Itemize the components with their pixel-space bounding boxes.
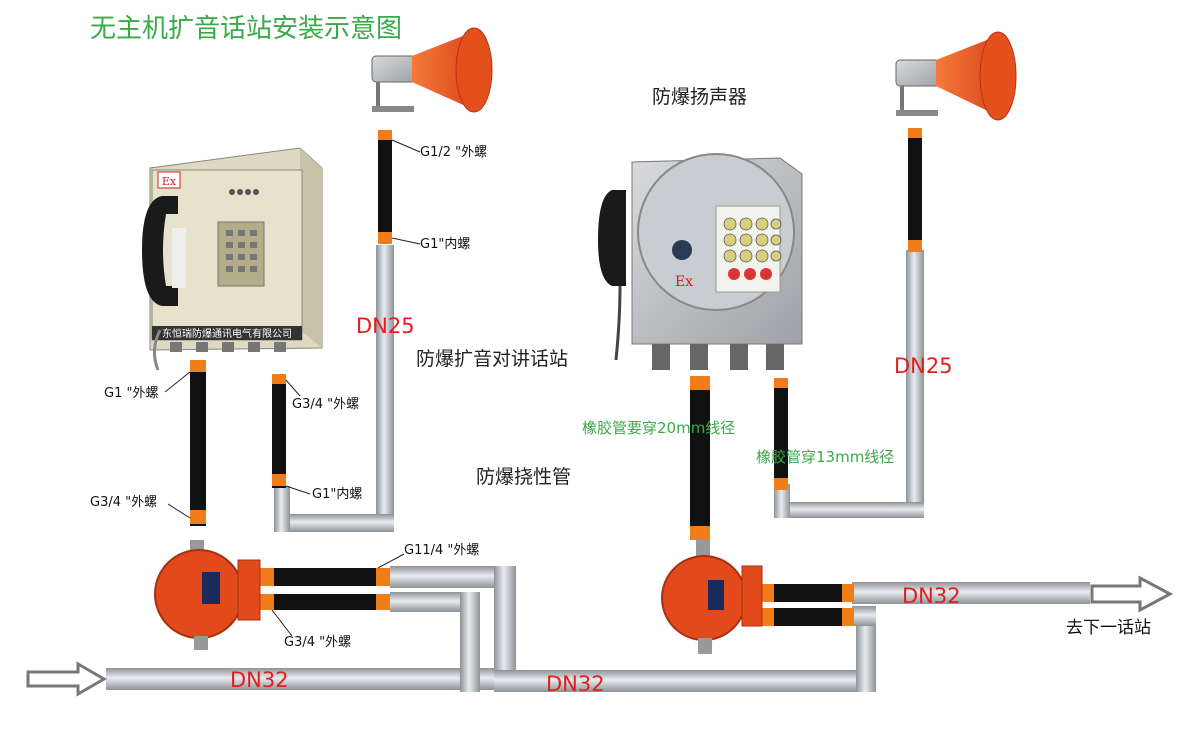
pipe-right-lower — [852, 606, 876, 626]
fitting — [378, 130, 392, 140]
thread-label: G3/4 "外螺 — [284, 635, 352, 650]
hose-phone-dn25 — [272, 376, 286, 488]
dn32-right-label: DN32 — [902, 584, 961, 608]
fitting — [762, 584, 774, 602]
fitting — [690, 376, 710, 390]
fitting — [272, 374, 286, 384]
pipe-dn25-right-up — [774, 484, 790, 518]
arrow-in-icon — [26, 661, 108, 697]
fitting — [762, 608, 774, 626]
pipe-upper-branch — [390, 566, 514, 588]
hose-station-13mm — [774, 380, 788, 490]
hose-junction-lower — [260, 594, 390, 610]
fitting — [908, 240, 922, 252]
pipe-dn25-left — [376, 245, 394, 530]
dn32-bottom-left-label: DN32 — [230, 668, 289, 692]
intercom-label: 防爆扩音对讲话站 — [416, 348, 569, 370]
hose-right-lower — [762, 608, 854, 626]
horn-speaker-left-icon — [371, 27, 493, 113]
pipe-dn32-inlet — [106, 668, 504, 690]
dn25-left-label: DN25 — [356, 314, 415, 338]
dn32-bottom-mid-label: DN32 — [546, 672, 605, 696]
fitting — [260, 594, 274, 610]
thread-label: G1/2 "外螺 — [420, 145, 488, 160]
hose-right-upper — [762, 584, 854, 602]
pipe-upper-drop — [494, 566, 516, 690]
hose-note-13mm: 橡胶管穿13mm线径 — [756, 448, 895, 466]
pipe-dn25-left-bottom — [276, 514, 394, 532]
horn-speaker-right-icon — [895, 31, 1017, 121]
fitting — [260, 568, 274, 586]
fitting — [190, 510, 206, 524]
leader-lines — [164, 139, 421, 637]
hose-junction-upper — [260, 568, 390, 586]
fitting — [378, 232, 392, 244]
pipe-right-rise — [856, 606, 876, 692]
fitting — [842, 584, 854, 602]
fitting — [774, 378, 788, 388]
phone-ex-mark: Ex — [162, 175, 177, 188]
junction-box-left-icon — [154, 540, 261, 650]
thread-label: G1"内螺 — [312, 487, 363, 502]
speaker-label: 防爆扬声器 — [652, 86, 748, 108]
pipe-dn25-right-bottom — [776, 502, 924, 518]
pipe-dn32-outlet — [852, 582, 1090, 604]
phone-maker-plate: 东恒瑞防爆通讯电气有限公司 — [162, 327, 292, 340]
diagram-title: 无主机扩音话站安装示意图 — [90, 14, 403, 44]
thread-label: G1"内螺 — [420, 237, 471, 252]
pipe-lower-branch — [390, 592, 474, 612]
hose-speaker-left — [378, 132, 392, 244]
junction-box-right-icon — [661, 540, 763, 654]
fitting — [376, 568, 390, 586]
thread-label: G1 "外螺 — [104, 386, 159, 401]
hose-note-20mm: 橡胶管要穿20mm线径 — [582, 419, 736, 437]
hose-label: 防爆挠性管 — [476, 466, 572, 488]
pipe-dn32-middle — [494, 670, 874, 692]
fitting — [908, 128, 922, 138]
fitting — [190, 360, 206, 372]
fitting — [272, 474, 286, 486]
fitting — [376, 594, 390, 610]
hose-phone-junction — [190, 362, 206, 526]
hose-speaker-right — [908, 130, 922, 252]
station-ex-mark: Ex — [675, 274, 693, 290]
thread-label: G3/4 "外螺 — [292, 397, 360, 412]
fitting — [842, 608, 854, 626]
fitting — [690, 526, 710, 540]
pipe-lower-drop — [460, 592, 480, 692]
thread-label: G11/4 "外螺 — [404, 543, 480, 558]
explosion-proof-phone-icon: Ex 东恒瑞防爆通讯电气有限公司 — [142, 147, 323, 371]
arrow-out-icon — [1090, 575, 1174, 613]
pipe-dn25-left-up — [274, 486, 290, 532]
fitting — [774, 478, 788, 490]
next-station-label: 去下一话站 — [1066, 618, 1151, 638]
intercom-station-icon: Ex — [598, 153, 803, 370]
dn25-right-label: DN25 — [894, 354, 953, 378]
hose-station-20mm — [690, 378, 710, 538]
thread-label: G3/4 "外螺 — [90, 495, 158, 510]
pipe-dn25-right — [906, 250, 924, 518]
